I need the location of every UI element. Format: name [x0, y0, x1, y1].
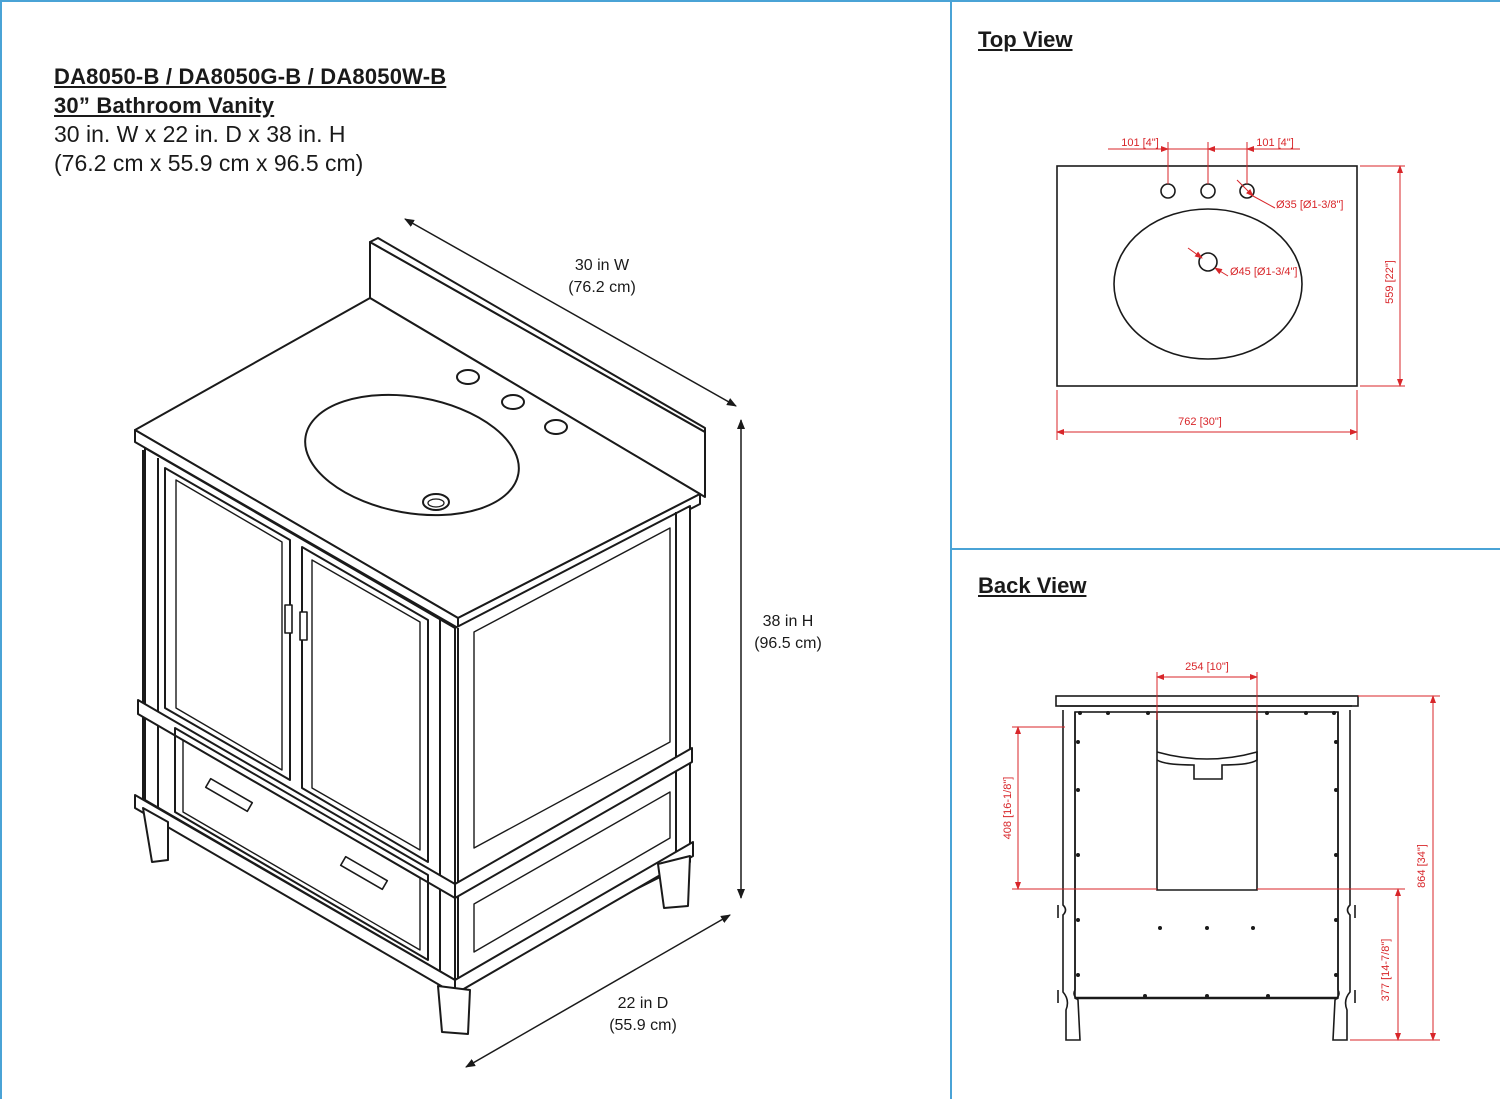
side-panel-upper [473, 527, 671, 849]
back-view-top [1055, 695, 1359, 707]
frame-top-border [0, 0, 1500, 2]
width-label: 30 in W [575, 257, 630, 274]
panel-divider-horizontal [950, 548, 1500, 550]
drawer-panel [182, 739, 421, 951]
plumbing-opening [1156, 712, 1258, 891]
drain-hole-inner [427, 498, 445, 508]
depth-label: 22 in D [618, 995, 669, 1012]
faucet-hole-label: Ø35 [Ø1-3/8"] [1276, 199, 1344, 211]
top-view-drain [1198, 252, 1218, 272]
drain-leader [1187, 247, 1203, 259]
faucet-leader-tail [1252, 195, 1276, 209]
top-depth-label: 559 [22"] [1384, 260, 1396, 304]
height-label: 38 in H [763, 613, 814, 630]
door-handle-right [299, 611, 308, 641]
drawer-handle-right [339, 855, 389, 891]
floor-height-label: 377 [14-7/8"] [1380, 939, 1392, 1002]
leg-right [657, 855, 691, 909]
depth-label-cm: (55.9 cm) [609, 1017, 677, 1034]
opening-height-label: 408 [16-1/8"] [1002, 777, 1014, 840]
back-view-screws [1076, 711, 1338, 998]
top-width-label: 762 [30"] [1178, 416, 1222, 428]
drain-hole [422, 493, 450, 511]
drain-hole-label: Ø45 [Ø1-3/4"] [1230, 266, 1298, 278]
depth-dimension-line [465, 914, 731, 1068]
product-title-block: DA8050-B / DA8050G-B / DA8050W-B 30” Bat… [54, 62, 446, 178]
door-left-panel [175, 479, 283, 771]
door-left [164, 467, 291, 781]
leg-left [142, 807, 169, 863]
sink-bowl-outline [1156, 750, 1258, 780]
top-view-dimensions [1056, 142, 1405, 440]
faucet-hole-right [544, 419, 568, 435]
top-view-heading: Top View [978, 27, 1073, 52]
leg-front [437, 985, 471, 1035]
drawer-handle-left [204, 777, 254, 813]
width-label-cm: (76.2 cm) [568, 279, 636, 296]
opening-width-label: 254 [10"] [1185, 661, 1229, 673]
drain-leader-tail [1214, 267, 1229, 277]
back-view-left-post [1062, 710, 1081, 1041]
back-view-drawing [1055, 695, 1359, 1041]
model-numbers: DA8050-B / DA8050G-B / DA8050W-B [54, 64, 447, 89]
width-dimension-line [404, 218, 737, 407]
back-view-right-post [1332, 710, 1351, 1041]
top-view-faucet-right [1239, 183, 1255, 199]
door-right [301, 546, 429, 863]
dimensions-inches: 30 in. W x 22 in. D x 38 in. H [54, 121, 346, 147]
back-view-dimensions [1012, 672, 1440, 1041]
height-label-cm: (96.5 cm) [754, 635, 822, 652]
back-view-heading: Back View [978, 573, 1087, 598]
frame-left-border [0, 0, 2, 1099]
top-view-drawing [1056, 165, 1358, 387]
top-view-countertop [1056, 165, 1358, 387]
door-right-panel [311, 559, 421, 851]
door-handle-left [284, 604, 293, 634]
faucet-leader [1236, 179, 1254, 197]
spacing-right-label: 101 [4"] [1256, 137, 1294, 149]
isometric-vanity [134, 237, 706, 1035]
mid-rail-side [454, 747, 693, 899]
dimensions-cm: (76.2 cm x 55.9 cm x 96.5 cm) [54, 150, 364, 176]
total-height-label: 864 [34"] [1416, 844, 1428, 888]
back-panel [1074, 711, 1339, 999]
top-view-faucet-left [1160, 183, 1176, 199]
top-view-sink [1113, 208, 1303, 360]
top-view-faucet-center [1200, 183, 1216, 199]
drawer-front [174, 727, 429, 961]
spacing-left-label: 101 [4"] [1121, 137, 1159, 149]
product-name: 30” Bathroom Vanity [54, 93, 275, 118]
iso-dimension-lines [404, 218, 745, 1068]
